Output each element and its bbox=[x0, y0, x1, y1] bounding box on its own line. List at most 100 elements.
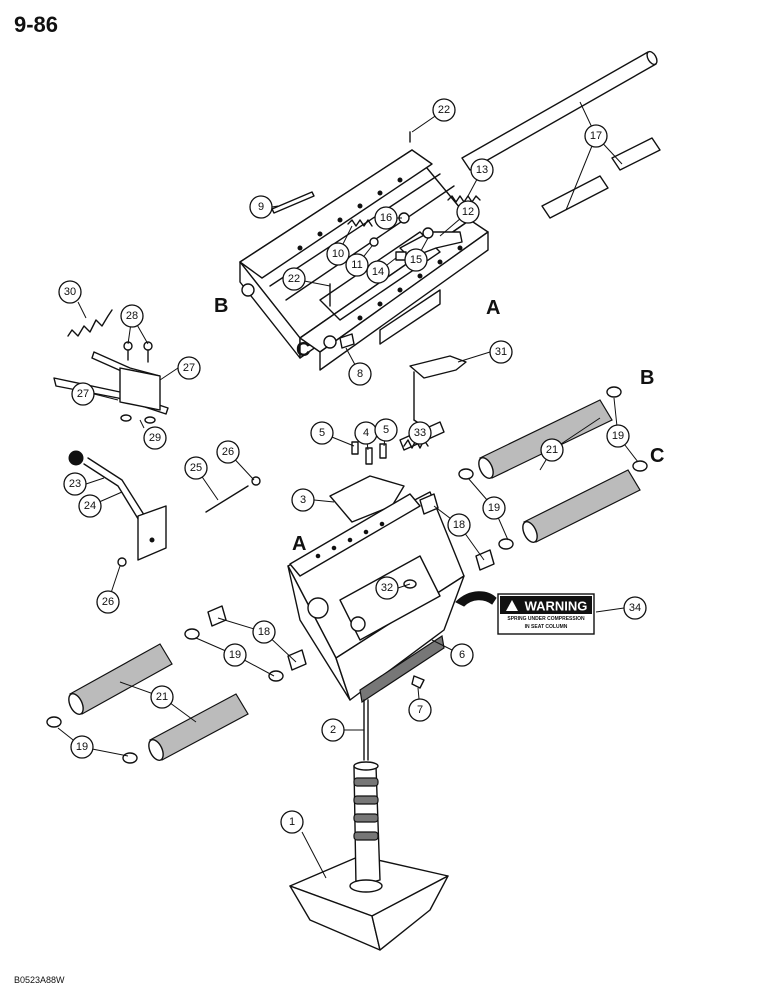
callout-21b: 21 bbox=[150, 685, 174, 709]
svg-text:10: 10 bbox=[332, 248, 344, 260]
callout-19b: 19 bbox=[606, 424, 630, 448]
svg-text:22: 22 bbox=[288, 273, 300, 285]
callout-23: 23 bbox=[63, 472, 87, 496]
svg-text:30: 30 bbox=[64, 286, 76, 298]
callout-18a: 18 bbox=[447, 513, 471, 537]
callout-16: 16 bbox=[374, 206, 398, 230]
callout-11: 11 bbox=[345, 253, 369, 277]
svg-text:4: 4 bbox=[363, 427, 369, 439]
svg-text:11: 11 bbox=[351, 259, 362, 271]
callout-9: 9 bbox=[249, 195, 273, 219]
callout-27b: 27 bbox=[71, 382, 95, 406]
callout-24: 24 bbox=[78, 494, 102, 518]
svg-text:25: 25 bbox=[190, 462, 202, 474]
callout-27a: 27 bbox=[177, 356, 201, 380]
svg-text:15: 15 bbox=[410, 254, 422, 266]
svg-text:18: 18 bbox=[258, 626, 270, 638]
svg-text:19: 19 bbox=[76, 741, 88, 753]
callout-34: 34 bbox=[623, 596, 647, 620]
callout-7: 7 bbox=[408, 698, 432, 722]
warning-heading: WARNING bbox=[525, 599, 588, 614]
svg-text:3: 3 bbox=[300, 494, 306, 506]
svg-text:19: 19 bbox=[229, 649, 241, 661]
callout-17: 17 bbox=[584, 124, 608, 148]
warning-line-2: IN SEAT COLUMN bbox=[525, 624, 568, 630]
callouts: 1 2 3 4 5 5 6 7 8 9 10 11 12 13 14 15 16… bbox=[58, 98, 647, 834]
svg-text:24: 24 bbox=[84, 500, 96, 512]
callout-12: 12 bbox=[456, 200, 480, 224]
callout-18b: 18 bbox=[252, 620, 276, 644]
callout-32: 32 bbox=[375, 576, 399, 600]
svg-text:27: 27 bbox=[183, 362, 195, 374]
svg-text:21: 21 bbox=[156, 691, 168, 703]
callout-2: 2 bbox=[321, 718, 345, 742]
callout-26a: 26 bbox=[216, 440, 240, 464]
svg-text:28: 28 bbox=[126, 310, 138, 322]
section-letter-a-top: A bbox=[486, 297, 500, 319]
tube-assembly-left bbox=[46, 605, 307, 764]
figure-code: B0523A88W bbox=[14, 975, 65, 985]
callout-31: 31 bbox=[489, 340, 513, 364]
tube-assembly-right bbox=[419, 386, 648, 571]
callout-28: 28 bbox=[120, 304, 144, 328]
seat-slide-frame bbox=[239, 50, 661, 371]
svg-text:9: 9 bbox=[258, 201, 264, 213]
column-base-1 bbox=[289, 699, 449, 951]
callout-4: 4 bbox=[354, 421, 378, 445]
svg-text:23: 23 bbox=[69, 478, 81, 490]
svg-text:2: 2 bbox=[330, 724, 336, 736]
svg-text:16: 16 bbox=[380, 212, 392, 224]
callout-33: 33 bbox=[408, 421, 432, 445]
callout-14: 14 bbox=[366, 260, 390, 284]
svg-text:19: 19 bbox=[612, 430, 624, 442]
callout-1: 1 bbox=[280, 810, 304, 834]
seat-base-6 bbox=[287, 491, 465, 704]
svg-text:32: 32 bbox=[381, 582, 393, 594]
callout-22a: 22 bbox=[432, 98, 456, 122]
svg-text:21: 21 bbox=[546, 444, 558, 456]
svg-text:12: 12 bbox=[462, 206, 474, 218]
callout-3: 3 bbox=[291, 488, 315, 512]
callout-15: 15 bbox=[404, 248, 428, 272]
callout-19a: 19 bbox=[482, 496, 506, 520]
section-letter-b-top: B bbox=[214, 295, 228, 317]
svg-text:26: 26 bbox=[102, 596, 114, 608]
svg-text:14: 14 bbox=[372, 266, 384, 278]
svg-text:7: 7 bbox=[417, 704, 423, 716]
svg-text:22: 22 bbox=[438, 104, 450, 116]
warning-line-1: SPRING UNDER COMPRESSION bbox=[507, 616, 585, 622]
svg-text:8: 8 bbox=[357, 368, 363, 380]
warning-label: WARNING SPRING UNDER COMPRESSION IN SEAT… bbox=[455, 591, 595, 635]
callout-13: 13 bbox=[470, 158, 494, 182]
section-letter-b-right: B bbox=[640, 367, 654, 389]
svg-text:6: 6 bbox=[459, 649, 465, 661]
section-letter-c-top: C bbox=[296, 339, 310, 361]
svg-text:27: 27 bbox=[77, 388, 89, 400]
svg-text:1: 1 bbox=[289, 816, 295, 828]
callout-6: 6 bbox=[450, 643, 474, 667]
callout-30: 30 bbox=[58, 280, 82, 304]
svg-text:34: 34 bbox=[629, 602, 641, 614]
svg-text:18: 18 bbox=[453, 519, 465, 531]
callout-19d: 19 bbox=[70, 735, 94, 759]
callout-25: 25 bbox=[184, 456, 208, 480]
svg-text:31: 31 bbox=[495, 346, 507, 358]
svg-text:17: 17 bbox=[590, 130, 602, 142]
linkage-27 bbox=[53, 309, 169, 424]
page-number: 9-86 bbox=[14, 12, 59, 37]
svg-text:33: 33 bbox=[414, 427, 426, 439]
callout-8: 8 bbox=[348, 362, 372, 386]
callout-19c: 19 bbox=[223, 643, 247, 667]
callout-21a: 21 bbox=[540, 438, 564, 462]
section-letters: B C A B C A bbox=[214, 295, 664, 555]
callout-22b: 22 bbox=[282, 267, 306, 291]
svg-text:19: 19 bbox=[488, 502, 500, 514]
svg-text:26: 26 bbox=[222, 446, 234, 458]
callout-10: 10 bbox=[326, 242, 350, 266]
pivot-plate-3 bbox=[329, 441, 405, 523]
svg-text:13: 13 bbox=[476, 164, 488, 176]
callout-5a: 5 bbox=[310, 421, 334, 445]
svg-text:5: 5 bbox=[319, 427, 325, 439]
section-letter-a-base: A bbox=[292, 533, 306, 555]
